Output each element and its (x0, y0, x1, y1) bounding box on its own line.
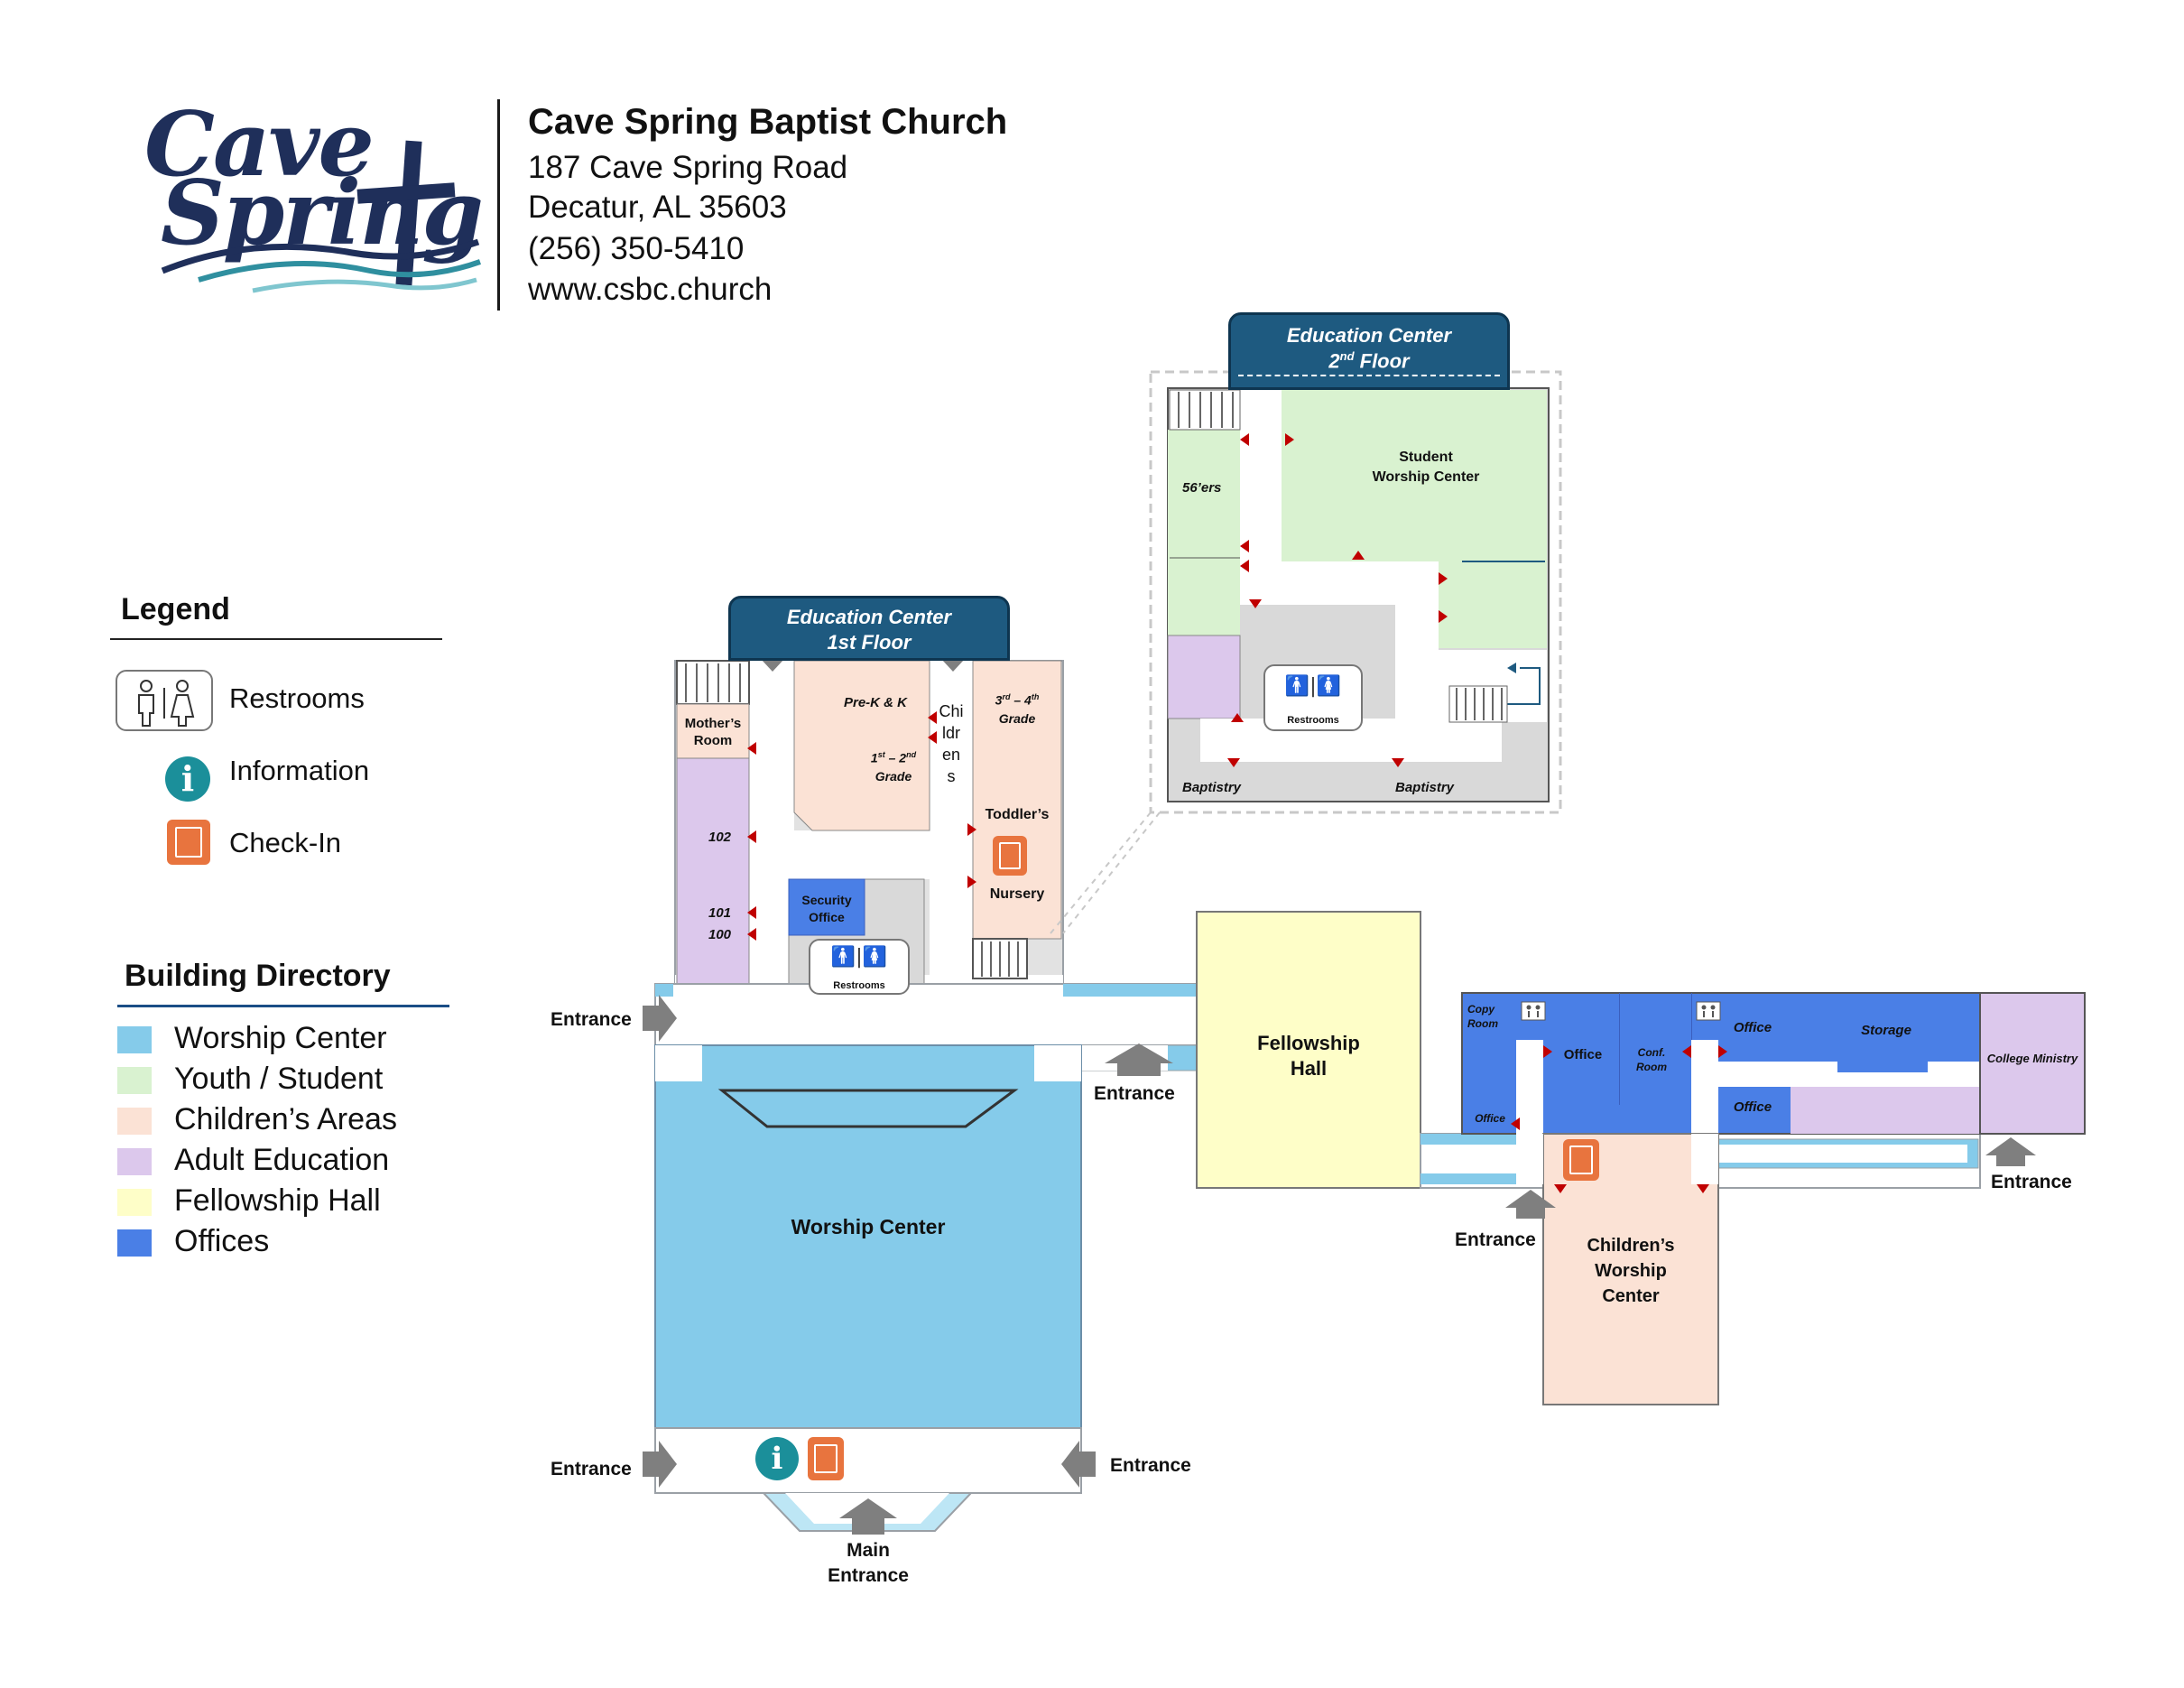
childrens-worship-center-label: Children’s Worship Center (1587, 1236, 1675, 1306)
tab-ed2-sup: nd (1339, 349, 1355, 363)
tab-education-center-2nd-floor: Education Center 2nd Floor (1228, 312, 1510, 390)
room-100-label: 100 (708, 927, 732, 942)
tab-ed2-line1: Education Center (1286, 324, 1452, 347)
restrooms-1st-floor: 🚹|🚺 Restrooms (809, 939, 910, 995)
office-label-3: Office (1733, 1020, 1772, 1035)
swatch-fellowship-hall (117, 1189, 152, 1216)
directory-title: Building Directory (125, 959, 391, 993)
main-checkin-icon[interactable] (808, 1437, 844, 1480)
tab-ed2-dashed-line (1238, 375, 1500, 376)
entrance-fellowship-label[interactable]: Entrance (1094, 1083, 1175, 1104)
tab-education-center-1st-floor: Education Center 1st Floor (728, 596, 1010, 661)
church-name: Cave Spring Baptist Church (528, 102, 1008, 142)
door-markers (747, 433, 1727, 1193)
student-worship-center-label: Student Worship Center (1372, 450, 1480, 485)
worship-center-label: Worship Center (791, 1215, 946, 1238)
entrance-west-upper-label[interactable]: Entrance (551, 1009, 632, 1030)
restrooms-2nd-floor-label: Restrooms (1287, 715, 1339, 726)
legend-checkin-icon (167, 820, 210, 865)
office-restroom-icons (1521, 1001, 1721, 1021)
main-entrance-label[interactable]: Main Entrance (828, 1540, 909, 1586)
logo-word-spring: Spring (161, 162, 484, 265)
entrance-west-lower-label[interactable]: Entrance (551, 1459, 632, 1479)
restroom-figures-icon (138, 680, 195, 727)
legend-information-icon: i (165, 756, 210, 802)
legend-information-label: Information (229, 755, 370, 786)
restroom-figures-icon: 🚹|🚺 (830, 946, 888, 969)
information-desk-icon[interactable]: i (755, 1437, 799, 1480)
swatch-youth-student (117, 1067, 152, 1094)
logo-cross-wave-icon (161, 140, 482, 293)
office-label-1: Office (1563, 1047, 1603, 1062)
directory-item-worship-center: Worship Center (174, 1021, 387, 1055)
prek-label: Pre-K & K (844, 695, 908, 710)
education-center-2nd-floor (1050, 370, 1562, 934)
swatch-worship-center (117, 1026, 152, 1053)
office-label-4: Office (1733, 1099, 1772, 1115)
nursery-label: Nursery (989, 886, 1045, 902)
logo-word-cave: Cave (144, 93, 375, 197)
storage-label: Storage (1861, 1023, 1911, 1038)
childrens-hallway-label: Childrens (939, 702, 964, 785)
mothers-room-label: Mother’s Room (684, 716, 742, 748)
swatch-childrens-areas (117, 1108, 152, 1135)
worship-center-building (654, 1044, 1082, 1532)
restrooms-1st-floor-label: Restrooms (833, 980, 885, 991)
tab-ed2-rest: Floor (1354, 349, 1410, 373)
baptistry-label-1: Baptistry (1182, 780, 1242, 795)
legend-checkin-label: Check-In (229, 827, 342, 858)
legend-title: Legend (121, 592, 230, 626)
header-divider (497, 99, 500, 311)
college-ministry-label: College Ministry (1986, 1052, 2078, 1065)
entrance-childrens-label[interactable]: Entrance (1455, 1229, 1536, 1250)
restrooms-2nd-floor: 🚹|🚺 Restrooms (1263, 664, 1363, 731)
legend-restrooms-label: Restrooms (229, 682, 365, 714)
tab-ed1-line1: Education Center (786, 606, 952, 628)
56ers-room-label: 56’ers (1182, 480, 1222, 496)
directory-item-youth-student: Youth / Student (174, 1062, 384, 1096)
childrens-worship-checkin-icon[interactable] (1563, 1139, 1599, 1181)
baptistry-label-2: Baptistry (1395, 780, 1455, 795)
directory-item-adult-education: Adult Education (174, 1143, 390, 1177)
swatch-adult-education (117, 1148, 152, 1175)
room-101-label: 101 (708, 905, 732, 921)
directory-divider (117, 1005, 449, 1007)
tab-ed2-num: 2 (1328, 349, 1340, 373)
directory-item-childrens-areas: Children’s Areas (174, 1102, 397, 1136)
entrance-college-label[interactable]: Entrance (1991, 1172, 2072, 1192)
entrance-east-lower-label[interactable]: Entrance (1110, 1455, 1191, 1476)
security-office-label: Security Office (801, 893, 852, 924)
directory-item-fellowship-hall: Fellowship Hall (174, 1183, 381, 1218)
legend-divider (110, 638, 442, 640)
entrance-arrows (643, 646, 2036, 1535)
east-wing-building (1420, 992, 2086, 1405)
address-city: Decatur, AL 35603 (528, 190, 787, 225)
copy-room-label: Copy Room (1467, 1003, 1498, 1030)
room-102-label: 102 (708, 830, 732, 845)
legend-restroom-icon (116, 670, 213, 731)
directory-item-offices: Offices (174, 1224, 270, 1258)
nursery-checkin-icon (993, 836, 1027, 876)
education-center-1st-floor (674, 660, 1064, 997)
swatch-offices (117, 1229, 152, 1257)
restroom-figures-icon: 🚹|🚺 (1284, 675, 1342, 698)
website-link[interactable]: www.csbc.church (528, 272, 773, 307)
fellowship-hall-building (1196, 911, 1421, 1189)
tab-ed1-line2: 1st Floor (827, 631, 912, 654)
toddlers-label: Toddler’s (985, 807, 1050, 822)
office-label-2: Office (1475, 1112, 1505, 1125)
conf-room-label: Conf. Room (1636, 1046, 1667, 1073)
address-street: 187 Cave Spring Road (528, 150, 848, 185)
phone-number: (256) 350-5410 (528, 231, 745, 266)
fellowship-hall-label: Fellowship Hall (1257, 1032, 1360, 1080)
